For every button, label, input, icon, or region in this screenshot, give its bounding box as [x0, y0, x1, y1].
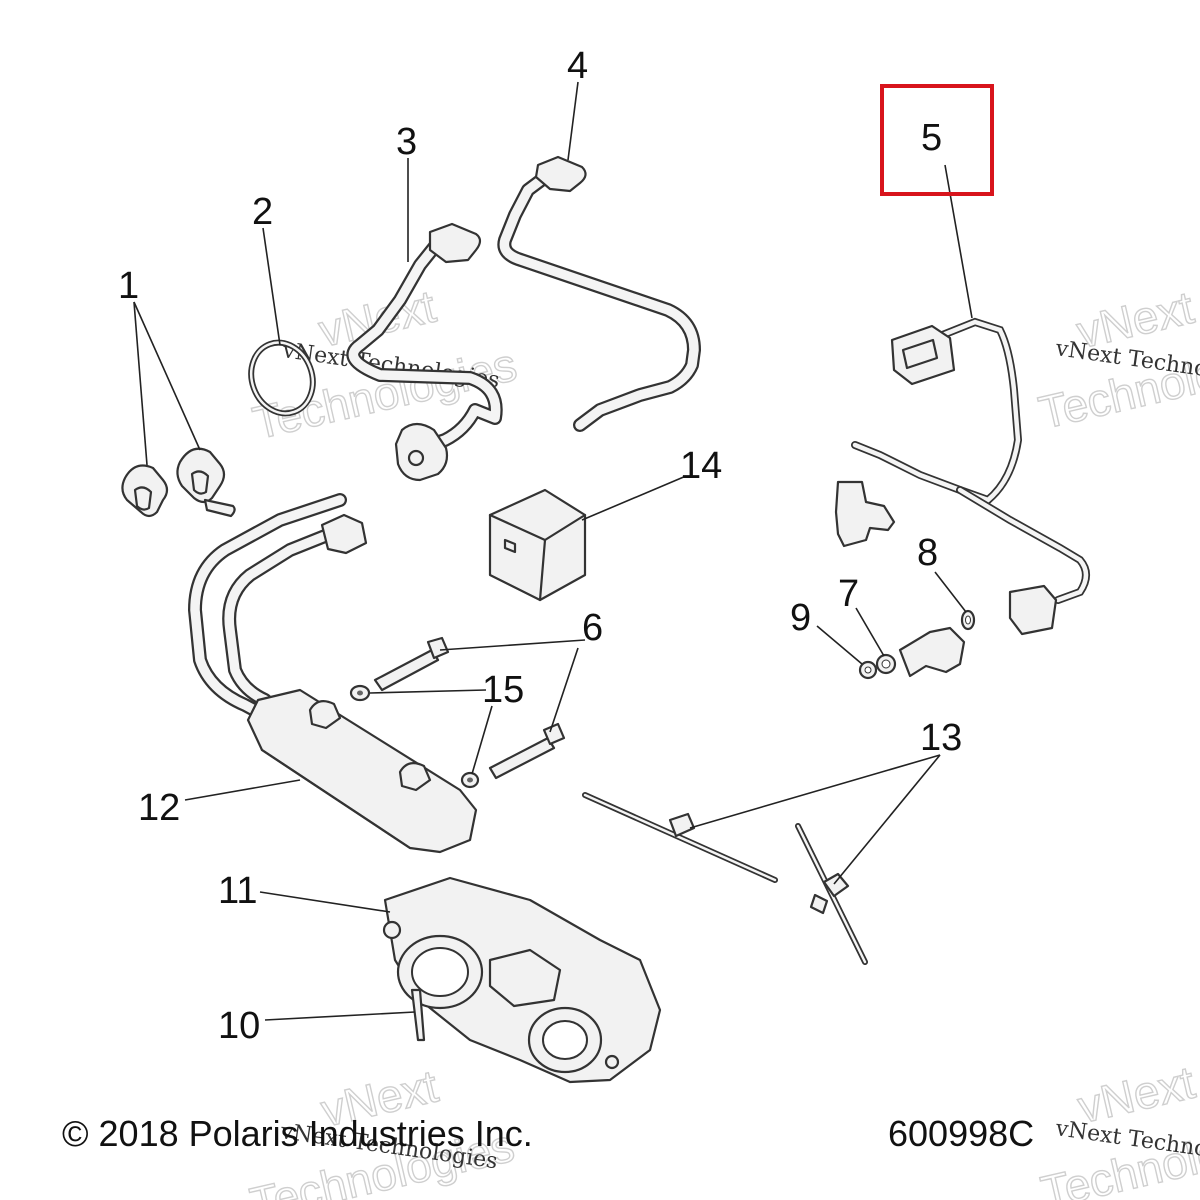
callout-7: 7	[838, 573, 859, 615]
callout-2: 2	[252, 191, 273, 233]
watermark-bottom-right: vNext Technologies	[1036, 1055, 1200, 1200]
part-1-clamps	[121, 447, 236, 518]
callout-11: 11	[218, 870, 257, 912]
part-3-fuel-line	[346, 222, 503, 482]
callout-9: 9	[790, 597, 811, 639]
leader-lines	[133, 81, 973, 1021]
callout-6: 6	[582, 607, 603, 649]
highlight-box-part-5	[880, 84, 994, 196]
callout-15: 15	[482, 669, 524, 711]
callout-4: 4	[567, 45, 588, 87]
diagram-id: 600998C	[888, 1113, 1034, 1154]
part-12-fuel-rail	[188, 493, 478, 854]
part-10-11-throttle-body	[382, 876, 662, 1084]
callout-3: 3	[396, 121, 417, 163]
part-5-wire-harness	[834, 317, 1090, 636]
part-15-washers	[349, 684, 480, 789]
part-14-foam-block	[488, 488, 587, 602]
callout-12: 12	[138, 787, 180, 829]
part-2-o-ring	[248, 339, 316, 417]
callout-13: 13	[920, 717, 962, 759]
copyright-text: © 2018 Polaris Industries Inc.	[62, 1113, 533, 1154]
callout-14: 14	[680, 445, 722, 487]
part-7-8-9-seals-injector	[858, 609, 976, 680]
part-13-cable-ties	[582, 792, 868, 965]
callout-1: 1	[118, 265, 139, 307]
part-4-fuel-line	[497, 155, 701, 432]
callout-10: 10	[218, 1005, 260, 1047]
callout-labels: 1 2 3 4 5 6 7 8 9 10 11 12 13 14 15	[118, 45, 962, 1047]
callout-8: 8	[917, 532, 938, 574]
callout-5: 5	[921, 117, 942, 159]
part-6-bolts	[373, 636, 566, 780]
